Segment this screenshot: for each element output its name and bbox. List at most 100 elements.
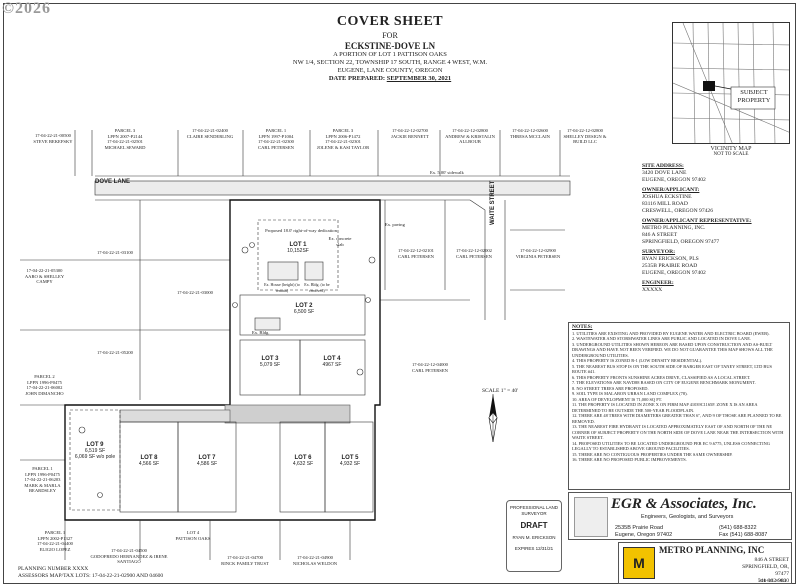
engineer-heading: ENGINEER:: [642, 280, 674, 286]
dove-lane-road: [94, 180, 571, 196]
bottom-info: PLANNING NUMBER XXXX ASSESSORS MAP/TAX L…: [18, 566, 163, 580]
subject-boundary: [64, 199, 381, 521]
parcel-label: PARCEL 1 LPPN 1997-P1004 17-04-22-21-023…: [258, 128, 294, 150]
sheet-title: COVER SHEET: [336, 14, 444, 29]
bldg2-label: Ex. Bldg.: [252, 330, 270, 335]
lot-7-boundary: [177, 421, 237, 513]
watermark: ©2026: [2, 0, 51, 17]
notes-box: NOTES: 1. UTILITIES ARE EXISTING AND PRO…: [568, 322, 790, 490]
lot-6-boundary: [279, 421, 326, 513]
date-label: DATE PREPARED:: [328, 75, 386, 82]
north-arrow: [488, 394, 498, 443]
lot-5-boundary: [324, 421, 374, 513]
dedication-label: Proposed 18.0' right-of-way dedication: [265, 228, 337, 233]
private-drive: [224, 404, 351, 424]
sidewalk-label: Ex. 5.00' sidewalk: [430, 170, 464, 175]
note-item: 7. THE ELEVATIONS ARE NAVD88 BASED ON CI…: [572, 380, 756, 385]
owner-line: JOSHUA ECKSTINE: [642, 194, 692, 200]
lot-1-boundary: [257, 219, 339, 291]
parcel-label: 17-04-22-21-05200: [97, 350, 133, 355]
stamp-draft: DRAFT: [520, 521, 548, 530]
owner-line: CRESWELL, OREGON 97426: [642, 208, 714, 214]
stamp-title: PROFESSIONAL LAND SURVEYOR: [509, 505, 559, 516]
surveyor-heading: SURVEYOR:: [642, 249, 676, 255]
metro-name: METRO PLANNING, INC: [659, 545, 765, 555]
site-address-line: 3420 DOVE LANE: [642, 170, 687, 176]
note-item: 2. WASTEWATER AND STORMWATER LINES ARE P…: [572, 336, 751, 341]
note-item: 16. THERE ARE NO PROPOSED PUBLIC IMPROVE…: [572, 457, 687, 462]
title-line3: EUGENE, LANE COUNTY, OREGON: [337, 67, 443, 74]
note-item: 13. THE NEAREST FIRE HYDRANT IS LOCATED …: [572, 424, 784, 440]
parcel-label: 17-04-22-21-03100: [97, 250, 133, 255]
date-value: SEPTEMBER 30, 2021: [386, 75, 452, 82]
vicinity-caption: VICINITY MAP NOT TO SCALE: [672, 146, 790, 157]
subject-property-label: SUBJECT PROPERTY: [737, 89, 771, 104]
scale-label: SCALE 1" = 40': [482, 388, 519, 394]
egr-tagline: Engineers, Geologists, and Surveyors: [641, 514, 734, 520]
egr-title-box: EGR & Associates, Inc. Engineers, Geolog…: [568, 492, 792, 540]
site-address-heading: SITE ADDRESS:: [642, 163, 684, 169]
vicinity-map: SUBJECT PROPERTY: [672, 22, 790, 144]
surveyor-line: RYAN ERICKSON, PLS: [642, 256, 699, 262]
egr-logo-icon: [574, 497, 608, 537]
project-info: SITE ADDRESS: 3420 DOVE LANE EUGENE, ORE…: [642, 163, 792, 294]
title-block: COVER SHEET FOR ECKSTINE-DOVE LN A PORTI…: [240, 14, 540, 82]
note-item: 4. THIS PROPERTY IS ZONED R-1 (LOW DENSI…: [572, 358, 703, 363]
subject-property-marker: [703, 81, 715, 91]
house-label: Ex. House (height) (to remain): [264, 282, 300, 293]
parcel-label: PARCEL 3 LPPN 2006-P1472 17-04-22-21-023…: [316, 128, 370, 150]
representative-line: METRO PLANNING, INC.: [642, 225, 706, 231]
note-item: 10. AREA OF DEVELOPMENT IS 71,000 SQ FT.: [572, 396, 663, 402]
owner-heading: OWNER/APPLICANT:: [642, 187, 700, 193]
notes-heading: NOTES:: [572, 324, 593, 330]
surveyor-line: 2535B PRAIRIE ROAD: [642, 263, 698, 269]
parcel-label: PARCEL 1 LPPN 1996-P0475 17-04-22-21-062…: [24, 466, 61, 493]
lot-8-boundary: [119, 421, 179, 513]
parcel-label: LOT 4 PATTISON OAKS: [175, 530, 211, 541]
title-line1: A PORTION OF LOT 1 PATTISON OAKS: [333, 51, 447, 58]
representative-line: SPRINGFIELD, OREGON 97477: [642, 239, 720, 245]
stamp-name: RYAN M. ERICKSON: [512, 535, 556, 540]
representative-line: 846 A STREET: [642, 232, 678, 238]
note-item: 15. THERE ARE NO CONTIGUOUS PROPERTIES U…: [572, 451, 733, 457]
vicinity-scale: NOT TO SCALE: [713, 152, 749, 157]
representative-heading: OWNER/APPLICANT REPRESENTATIVE:: [642, 218, 752, 224]
note-item: 11. THE PROPERTY IS LOCATED IN ZONE X ON…: [572, 402, 758, 413]
parcel-label: 17-04-22-21-03000: [177, 290, 213, 295]
surveyor-stamp: PROFESSIONAL LAND SURVEYOR DRAFT RYAN M.…: [506, 500, 562, 572]
note-item: 14. PROPOSED UTILITIES TO BE LOCATED UND…: [572, 440, 770, 452]
parcel-label: PARCEL 1 LPPN 2002-P1327 17-04-22-21-044…: [37, 530, 73, 552]
note-item: 9. SOIL TYPE IS MALABON URBAN LAND COMPL…: [572, 391, 688, 396]
note-item: 3. UNDERGROUND UTILITIES SHOWN HEREON AR…: [572, 341, 773, 358]
planning-number: PLANNING NUMBER XXXX: [18, 566, 89, 572]
note-item: 8. NO STREET TREES ARE PROPOSED.: [572, 385, 649, 391]
note-item: 1. UTILITIES ARE EXISTING AND PROVIDED B…: [572, 330, 770, 336]
parcel-label: PARCEL 2 LPPN 1996-P0475 17-04-22-21-060…: [25, 374, 64, 396]
site-address-line: EUGENE, OREGON 97402: [642, 177, 706, 183]
note-item: 6. THIS PROPERTY FRONTS SUNSHINE ACRES D…: [572, 374, 751, 380]
waite-street-label: WAITE STREET: [490, 180, 496, 225]
paving-label: Ex. paving: [385, 222, 405, 227]
lot-9-boundary: [69, 409, 121, 511]
